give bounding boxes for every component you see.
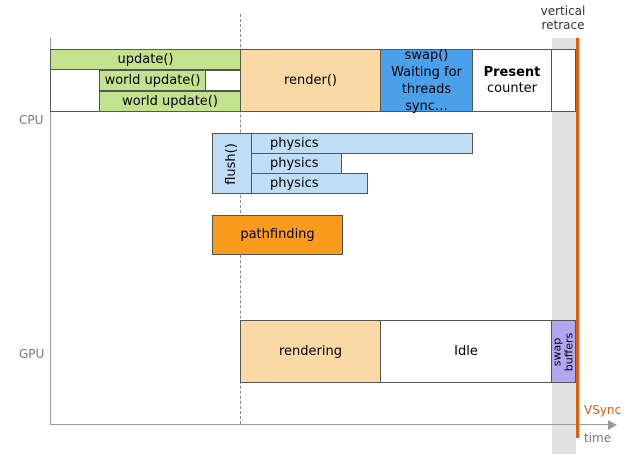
pathfinding-block: pathfinding	[212, 215, 343, 255]
swap-buffers-label: swap buffers	[550, 332, 576, 371]
render-block: render()	[240, 49, 381, 112]
physics-block-3: physics	[251, 173, 368, 194]
world-update-1-spacer	[205, 70, 241, 91]
cpu-row-label: CPU	[19, 113, 44, 127]
physics-block-1: physics	[251, 133, 473, 154]
y-axis	[50, 38, 51, 425]
vsync-line	[576, 38, 579, 438]
vertical-retrace-label: vertical retrace	[540, 4, 586, 32]
present-title: Present	[483, 64, 541, 80]
update-block: update()	[50, 49, 241, 70]
world-update-block-2: world update()	[99, 91, 241, 112]
x-axis	[50, 424, 610, 425]
gpu-idle-block: Idle	[380, 320, 552, 383]
gpu-rendering-block: rendering	[240, 320, 381, 383]
present-counter-block: Present counter	[472, 49, 552, 112]
flush-block: flush()	[212, 133, 252, 194]
flush-label: flush()	[224, 142, 239, 185]
physics-block-2: physics	[251, 153, 342, 174]
world-update-block-1: world update()	[99, 70, 206, 91]
time-label: time	[584, 431, 612, 445]
x-axis-arrow-icon	[608, 420, 617, 430]
swap-block: swap() Waiting for threads sync…	[380, 48, 473, 114]
gpu-swap-buffers-block: swap buffers	[551, 320, 576, 383]
gpu-row-label: GPU	[19, 347, 45, 361]
present-subtitle: counter	[486, 80, 538, 96]
vsync-label: VSync	[584, 403, 622, 417]
